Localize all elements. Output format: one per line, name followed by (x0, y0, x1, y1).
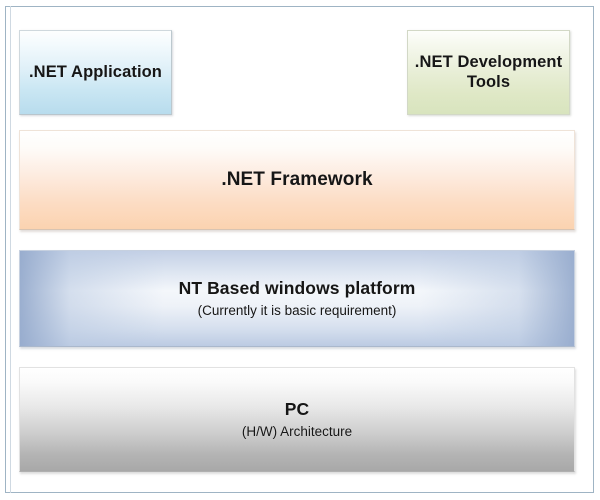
diagram-inner-frame-line (10, 6, 11, 493)
layer-dotnet-application: .NET Application (19, 30, 172, 115)
layer-title-dotnet-development-tools: .NET Development Tools (414, 53, 563, 91)
layer-nt-based-windows-platform: NT Based windows platform (Currently it … (19, 250, 575, 347)
layer-pc-hardware: PC (H/W) Architecture (19, 367, 575, 472)
layer-title-dotnet-framework: .NET Framework (221, 168, 373, 190)
layer-subtitle-pc: (H/W) Architecture (241, 423, 353, 439)
layer-dotnet-development-tools: .NET Development Tools (407, 30, 570, 115)
layer-title-pc: PC (284, 399, 310, 420)
layer-title-dotnet-application: .NET Application (29, 62, 162, 81)
layer-subtitle-nt-based-windows-platform: (Currently it is basic requirement) (197, 302, 397, 318)
layer-dotnet-framework: .NET Framework (19, 130, 575, 230)
layer-title-nt-based-windows-platform: NT Based windows platform (178, 278, 416, 299)
